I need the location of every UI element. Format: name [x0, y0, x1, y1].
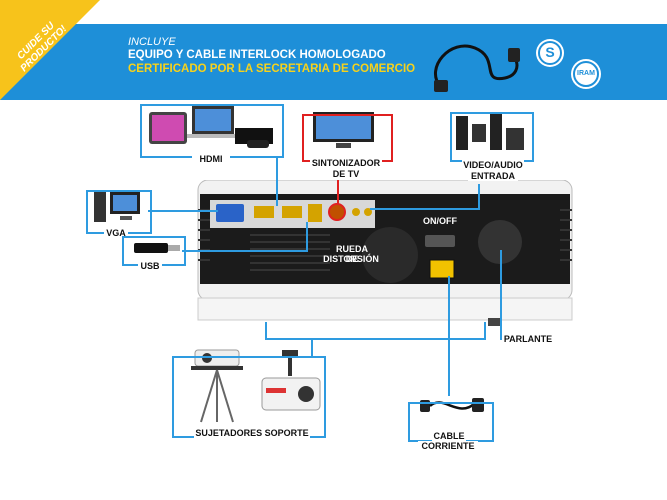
tv-tuner-label-1: SINTONIZADOR — [310, 158, 382, 168]
hdmi-label: HDMI — [192, 154, 230, 164]
video-audio-label-1: VIDEO/AUDIO — [462, 160, 524, 170]
promo-banner — [0, 24, 667, 100]
parlante-wire-v — [500, 250, 502, 340]
tv-tuner-label-2: DE TV — [330, 169, 362, 179]
soporte-label: SUJETADORES SOPORTE — [194, 428, 310, 438]
banner-certified: CERTIFICADO POR LA SECRETARIA DE COMERCI… — [128, 63, 416, 75]
soporte-wire-h — [265, 338, 485, 340]
usb-wire-h — [182, 250, 308, 252]
desktop-computer-icon — [94, 192, 140, 222]
iram-badge-icon — [571, 59, 601, 89]
vga-wire — [148, 210, 218, 212]
tripod-stand-icon — [191, 349, 243, 423]
projector-illustration — [197, 180, 573, 326]
seguridad-badge-icon — [536, 39, 564, 67]
banner-includes: INCLUYE — [128, 36, 176, 48]
onoff-label: ON/OFF — [423, 216, 457, 226]
cable-wire — [448, 276, 450, 396]
interlock-cable-icon — [433, 44, 520, 92]
rueda-label-1: RUEDA DE — [335, 244, 368, 264]
soporte-wire-right — [484, 322, 486, 340]
hdmi-wire — [276, 158, 278, 206]
tv-tuner-box — [302, 114, 393, 162]
ceiling-mount-icon — [261, 350, 321, 411]
iram-badge-text: IRAM — [577, 70, 595, 77]
seguridad-badge-letter: S — [545, 44, 555, 60]
rueda-label-2: DISTORSIÓN — [323, 254, 379, 264]
video-audio-label-2: ENTRADA — [468, 171, 518, 181]
banner-equipment: EQUIPO Y CABLE INTERLOCK HOMOLOGADO — [128, 49, 386, 61]
tv-icon — [313, 112, 374, 148]
hdmi-devices-icon — [149, 106, 273, 148]
cable-label-1: CABLE — [432, 431, 466, 441]
soporte-wire-v — [311, 338, 313, 358]
parlante-label: PARLANTE — [502, 334, 554, 344]
corner-ribbon — [0, 0, 100, 100]
usb-label: USB — [138, 261, 162, 271]
usb-drive-icon — [134, 243, 180, 253]
soporte-wire-left — [265, 322, 267, 340]
video-audio-box — [450, 112, 534, 162]
vga-label: VGA — [104, 228, 128, 238]
cable-label-2: CORRIENTE — [418, 441, 478, 451]
soporte-box — [172, 356, 326, 438]
video-audio-wire-h — [370, 208, 480, 210]
video-audio-wire — [478, 184, 480, 208]
speaker-system-icon — [456, 112, 524, 150]
hdmi-box — [140, 104, 284, 158]
tv-tuner-wire — [337, 180, 339, 204]
usb-wire-v — [306, 222, 308, 252]
